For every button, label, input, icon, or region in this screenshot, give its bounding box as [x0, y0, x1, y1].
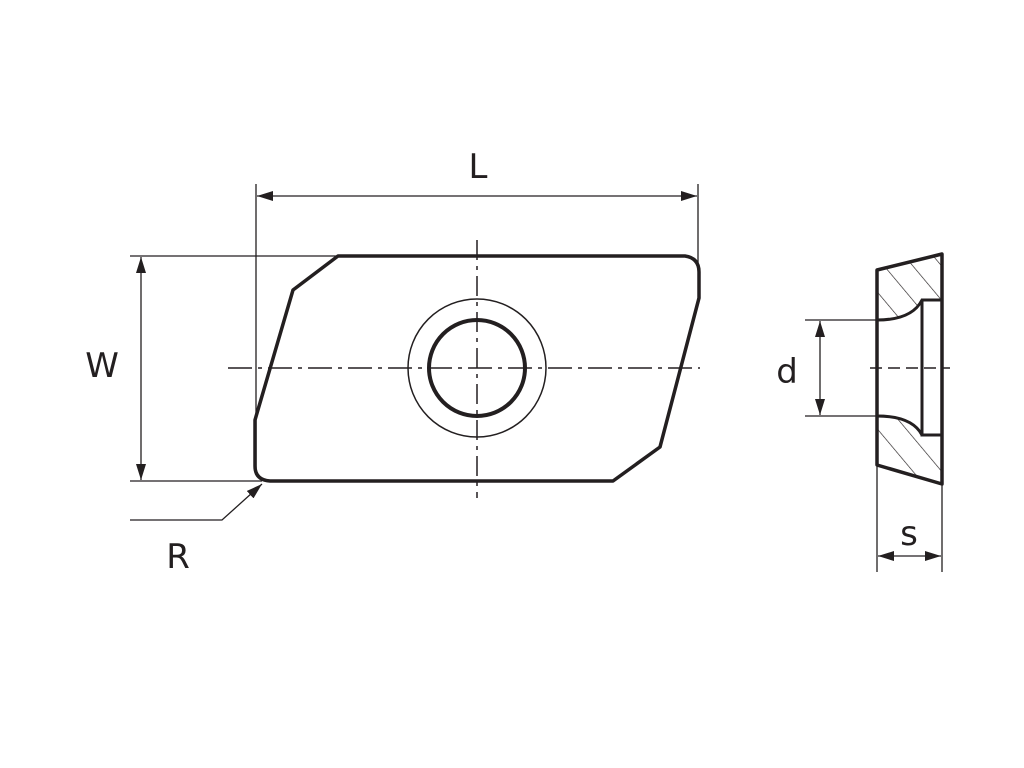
label-hole-diameter: d — [776, 352, 798, 392]
label-radius: R — [166, 537, 190, 577]
r-leader — [130, 483, 263, 521]
side-hole-profile — [876, 298, 942, 437]
side-section-hatch — [877, 254, 942, 484]
insert-outline — [253, 254, 701, 483]
label-thickness: s — [900, 514, 918, 554]
label-length: L — [469, 147, 488, 187]
label-width: W — [85, 346, 119, 386]
